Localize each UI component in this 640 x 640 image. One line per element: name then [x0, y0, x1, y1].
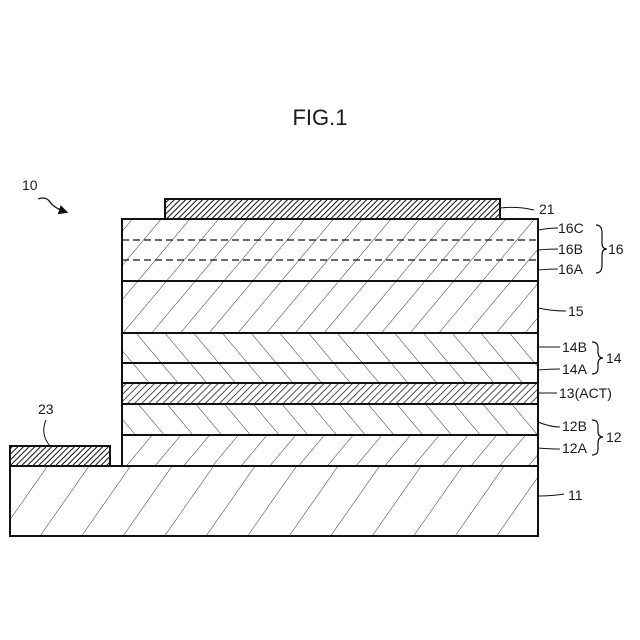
label-12A: 12A — [562, 440, 588, 456]
brace-12 — [592, 420, 603, 455]
layer-16 — [122, 219, 538, 281]
leader-23 — [44, 420, 50, 446]
device-ref-label: 10 — [22, 177, 38, 193]
label-14B: 14B — [562, 339, 587, 355]
figure-title: FIG.1 — [292, 105, 347, 130]
leader-21 — [500, 207, 534, 210]
leader-16C — [538, 228, 558, 230]
layer-15 — [122, 281, 538, 333]
electrode-23 — [10, 446, 110, 466]
label-16: 16 — [608, 241, 624, 257]
layer-12B — [122, 404, 538, 435]
label-16C: 16C — [558, 220, 584, 236]
layer-14A — [122, 363, 538, 383]
label-16A: 16A — [558, 261, 584, 277]
label-13: 13(ACT) — [559, 385, 612, 401]
label-14: 14 — [606, 350, 622, 366]
leader-16B — [538, 249, 558, 250]
leader-12A — [538, 448, 560, 449]
leader-11 — [538, 494, 564, 496]
label-14A: 14A — [562, 361, 588, 377]
substrate-layer-11 — [10, 466, 538, 536]
leader-14A — [538, 369, 560, 370]
device-ref-arrow — [38, 198, 66, 212]
label-12B: 12B — [562, 418, 587, 434]
brace-14 — [592, 342, 603, 374]
label-11: 11 — [568, 487, 583, 503]
label-23: 23 — [38, 401, 54, 417]
leader-15 — [538, 308, 566, 311]
leader-12B — [538, 422, 560, 427]
label-12: 12 — [606, 429, 622, 445]
active-layer-13 — [122, 383, 538, 404]
label-21: 21 — [539, 201, 555, 217]
layer-12A — [122, 435, 538, 466]
label-16B: 16B — [558, 241, 583, 257]
brace-16 — [596, 225, 607, 273]
leader-16A — [538, 269, 558, 270]
layer-14B — [122, 333, 538, 363]
label-15: 15 — [568, 303, 584, 319]
electrode-21 — [165, 199, 500, 219]
